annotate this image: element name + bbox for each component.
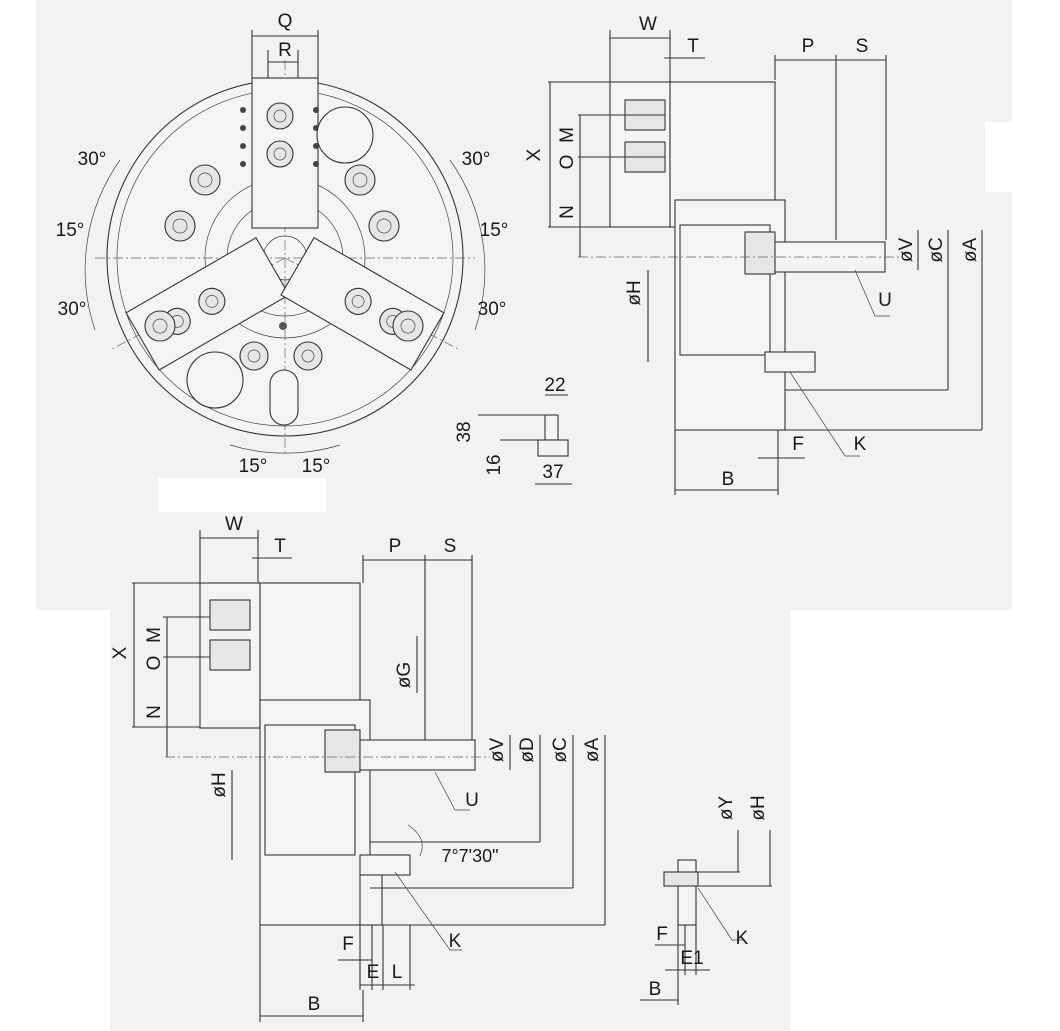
dim-e1-detail: E1 [680,948,703,969]
dim-n-bottom: N [144,705,165,719]
dim-m-bottom: M [144,627,165,643]
dim-e-bottom: E [367,962,380,983]
dim-a-top: øA [960,238,981,263]
dim-w-bottom: W [225,514,243,535]
angle-15-right: 15° [480,220,509,241]
dim-s-bottom: S [444,536,457,557]
angle-30-top-left: 30° [78,149,107,170]
angle-15-bottom-left: 15° [239,456,268,477]
dim-b-bottom: B [308,994,321,1015]
dim-m-top: M [557,127,578,143]
dim-k-bottom: K [449,931,462,952]
blank-area-2 [985,122,1015,192]
dim-u-bottom: U [465,790,479,811]
side-view-bottom: W T P S X M O N øG øH øV øD øC øA U [110,514,606,1022]
dim-38: 38 [454,421,475,442]
dim-s-top: S [856,36,869,57]
dim-h-detail: øH [748,795,769,820]
dim-p-bottom: P [389,536,402,557]
dim-37: 37 [542,462,563,483]
dim-t-bottom: T [274,536,286,557]
dim-f-top: F [792,434,804,455]
dim-b-top: B [722,469,735,490]
dim-p-top: P [802,36,815,57]
dim-x-bottom: X [110,646,131,659]
dim-h-bottom: øH [209,772,230,797]
dim-l-bottom: L [392,962,403,983]
dim-c-bottom: øC [550,737,571,762]
dim-x-top: X [524,148,545,161]
dim-u-top: U [878,290,892,311]
dim-q: Q [278,11,293,32]
bolt [266,102,294,130]
dim-h-top: øH [624,280,645,305]
blank-area [158,478,326,512]
small-detail: øY øH K F E1 B [640,795,772,1005]
round-plate [316,106,374,164]
dim-angle-bottom: 7°7'30" [441,846,498,866]
front-view: Q R 30° 15° 30° 30° 15° 30° 15° 15° [56,11,509,477]
dim-a-bottom: øA [582,738,603,763]
dim-y-detail: øY [716,796,737,821]
dim-w-top: W [639,14,657,35]
dim-r: R [278,40,292,61]
dim-b-detail: B [649,979,662,1000]
side-view-top: W T P S X M O N øH øV øC øA U F K [524,14,983,495]
dim-f-detail: F [656,924,668,945]
angle-30-bottom-right: 30° [478,299,507,320]
angle-30-top-right: 30° [462,149,491,170]
dim-o-top: O [557,155,578,170]
dim-v-bottom: øV [487,738,508,763]
angle-30-bottom-left: 30° [58,299,87,320]
dim-n-top: N [557,205,578,219]
dim-t-top: T [687,36,699,57]
round-plate [186,351,244,409]
dim-d-bottom: øD [517,737,538,762]
jaw-detail: 22 38 16 37 [454,375,572,485]
dim-c-top: øC [926,237,947,262]
dim-f-bottom: F [342,934,354,955]
angle-15-bottom-right: 15° [302,456,331,477]
dim-16: 16 [484,454,505,475]
bolt [266,140,294,168]
dim-k-top: K [854,434,867,455]
angle-15-left: 15° [56,220,85,241]
dim-o-bottom: O [144,656,165,671]
dim-v-top: øV [896,238,917,263]
dim-22: 22 [544,375,565,396]
dim-k-detail: K [736,928,749,949]
dim-g-bottom: øG [394,662,415,688]
